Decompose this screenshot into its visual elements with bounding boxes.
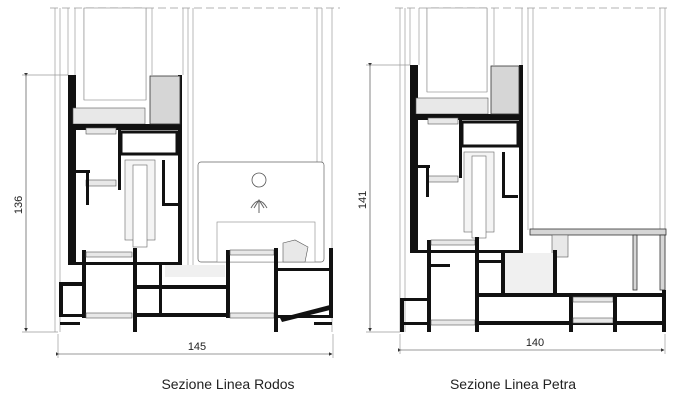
rodos-section: 136 145 Sezione Linea Rodos [13, 7, 340, 392]
rodos-sash-profile [68, 75, 182, 265]
petra-threshold-panel [505, 228, 667, 295]
petra-height-label: 141 [357, 191, 369, 209]
rodos-height-label: 136 [13, 196, 25, 214]
rodos-width-dimension: 145 [56, 334, 334, 358]
petra-caption: Sezione Linea Petra [450, 376, 576, 392]
rodos-height-dimension: 136 [13, 73, 68, 333]
petra-frame-profile [400, 237, 666, 332]
petra-height-dimension: 141 [357, 63, 410, 333]
petra-width-label: 140 [526, 337, 544, 349]
logo-icon [250, 199, 268, 213]
petra-sash-profile [410, 65, 523, 253]
petra-guide-lines [399, 8, 666, 332]
petra-width-dimension: 140 [398, 334, 666, 354]
rodos-frame-profile [59, 239, 333, 332]
rodos-width-label: 145 [188, 341, 206, 353]
screw-icon [251, 172, 267, 188]
petra-section: 141 140 Sezione Linea Petra [357, 7, 670, 392]
rodos-caption: Sezione Linea Rodos [161, 376, 294, 392]
